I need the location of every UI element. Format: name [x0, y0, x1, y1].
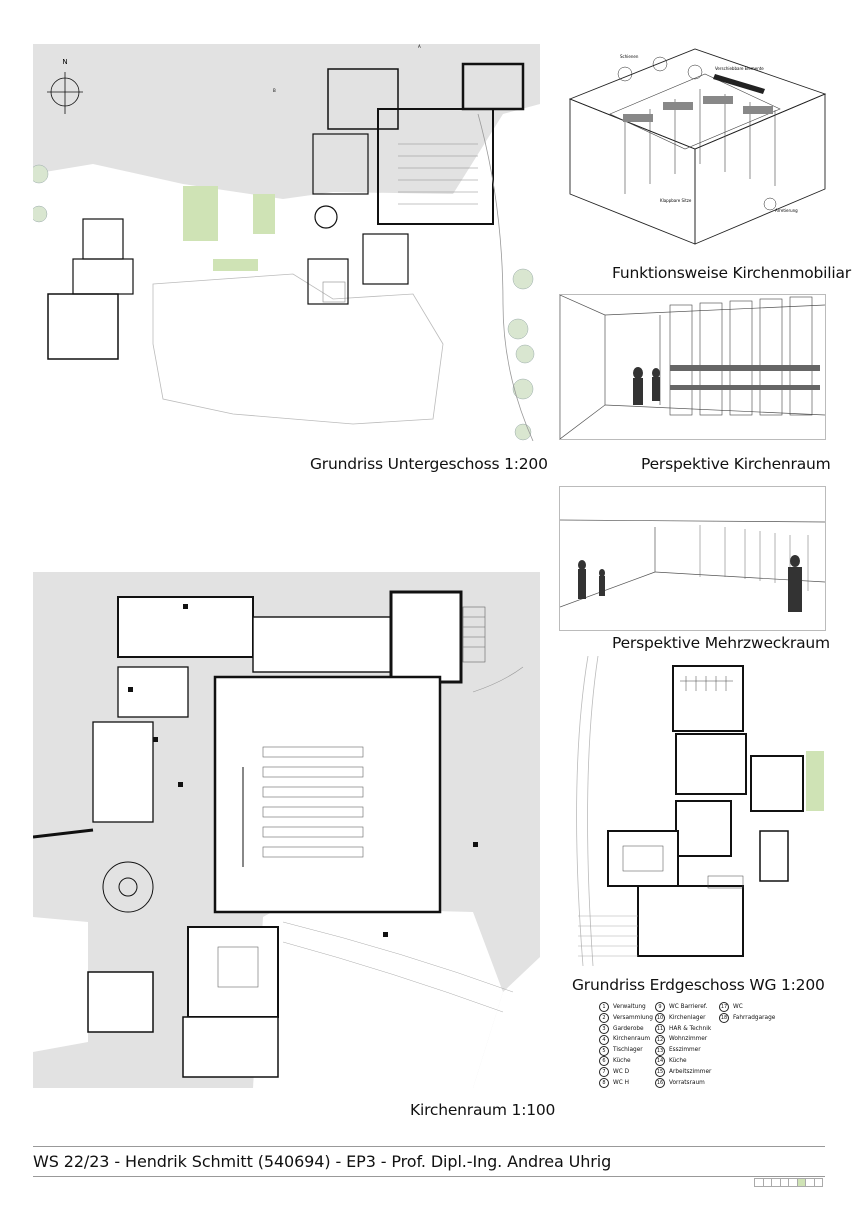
section-mark-a: A [418, 44, 421, 49]
page-indicator [754, 1178, 823, 1187]
label-schienen: Schienen [620, 54, 639, 59]
caption-mehrzweck-persp: Perspektive Mehrzweckraum [612, 634, 830, 652]
page-swatch [813, 1178, 823, 1187]
diagram-kirchenmobiliar: Schienen Verschiebbare Elemente Klappbar… [565, 44, 827, 246]
perspective-mehrzweckraum [559, 486, 826, 631]
label-verschiebbare: Verschiebbare Elemente [715, 66, 764, 71]
caption-eg-wg: Grundriss Erdgeschoss WG 1:200 [572, 976, 825, 994]
label-klappbare: Klappbare Sitze [660, 198, 692, 203]
caption-mobiliar: Funktionsweise Kirchenmobiliar [612, 264, 851, 282]
plan-untergeschoss: N B A [33, 44, 540, 441]
perspective-kirchenraum [559, 294, 826, 440]
caption-untergeschoss: Grundriss Untergeschoss 1:200 [310, 455, 548, 473]
caption-kirchenraum-persp: Perspektive Kirchenraum [641, 455, 831, 473]
section-mark-b: B [273, 88, 276, 93]
north-arrow-icon [47, 72, 83, 114]
label-arretierung: Arretierung [775, 208, 798, 213]
north-label: N [62, 58, 67, 66]
plan-erdgeschoss-wg [568, 656, 826, 966]
footer-rule-bottom [33, 1176, 825, 1177]
plan-kirchenraum [33, 572, 540, 1088]
footer-credits: WS 22/23 - Hendrik Schmitt (540694) - EP… [33, 1152, 612, 1171]
caption-kirchenraum-plan: Kirchenraum 1:100 [410, 1101, 556, 1119]
footer-rule-top [33, 1146, 825, 1147]
